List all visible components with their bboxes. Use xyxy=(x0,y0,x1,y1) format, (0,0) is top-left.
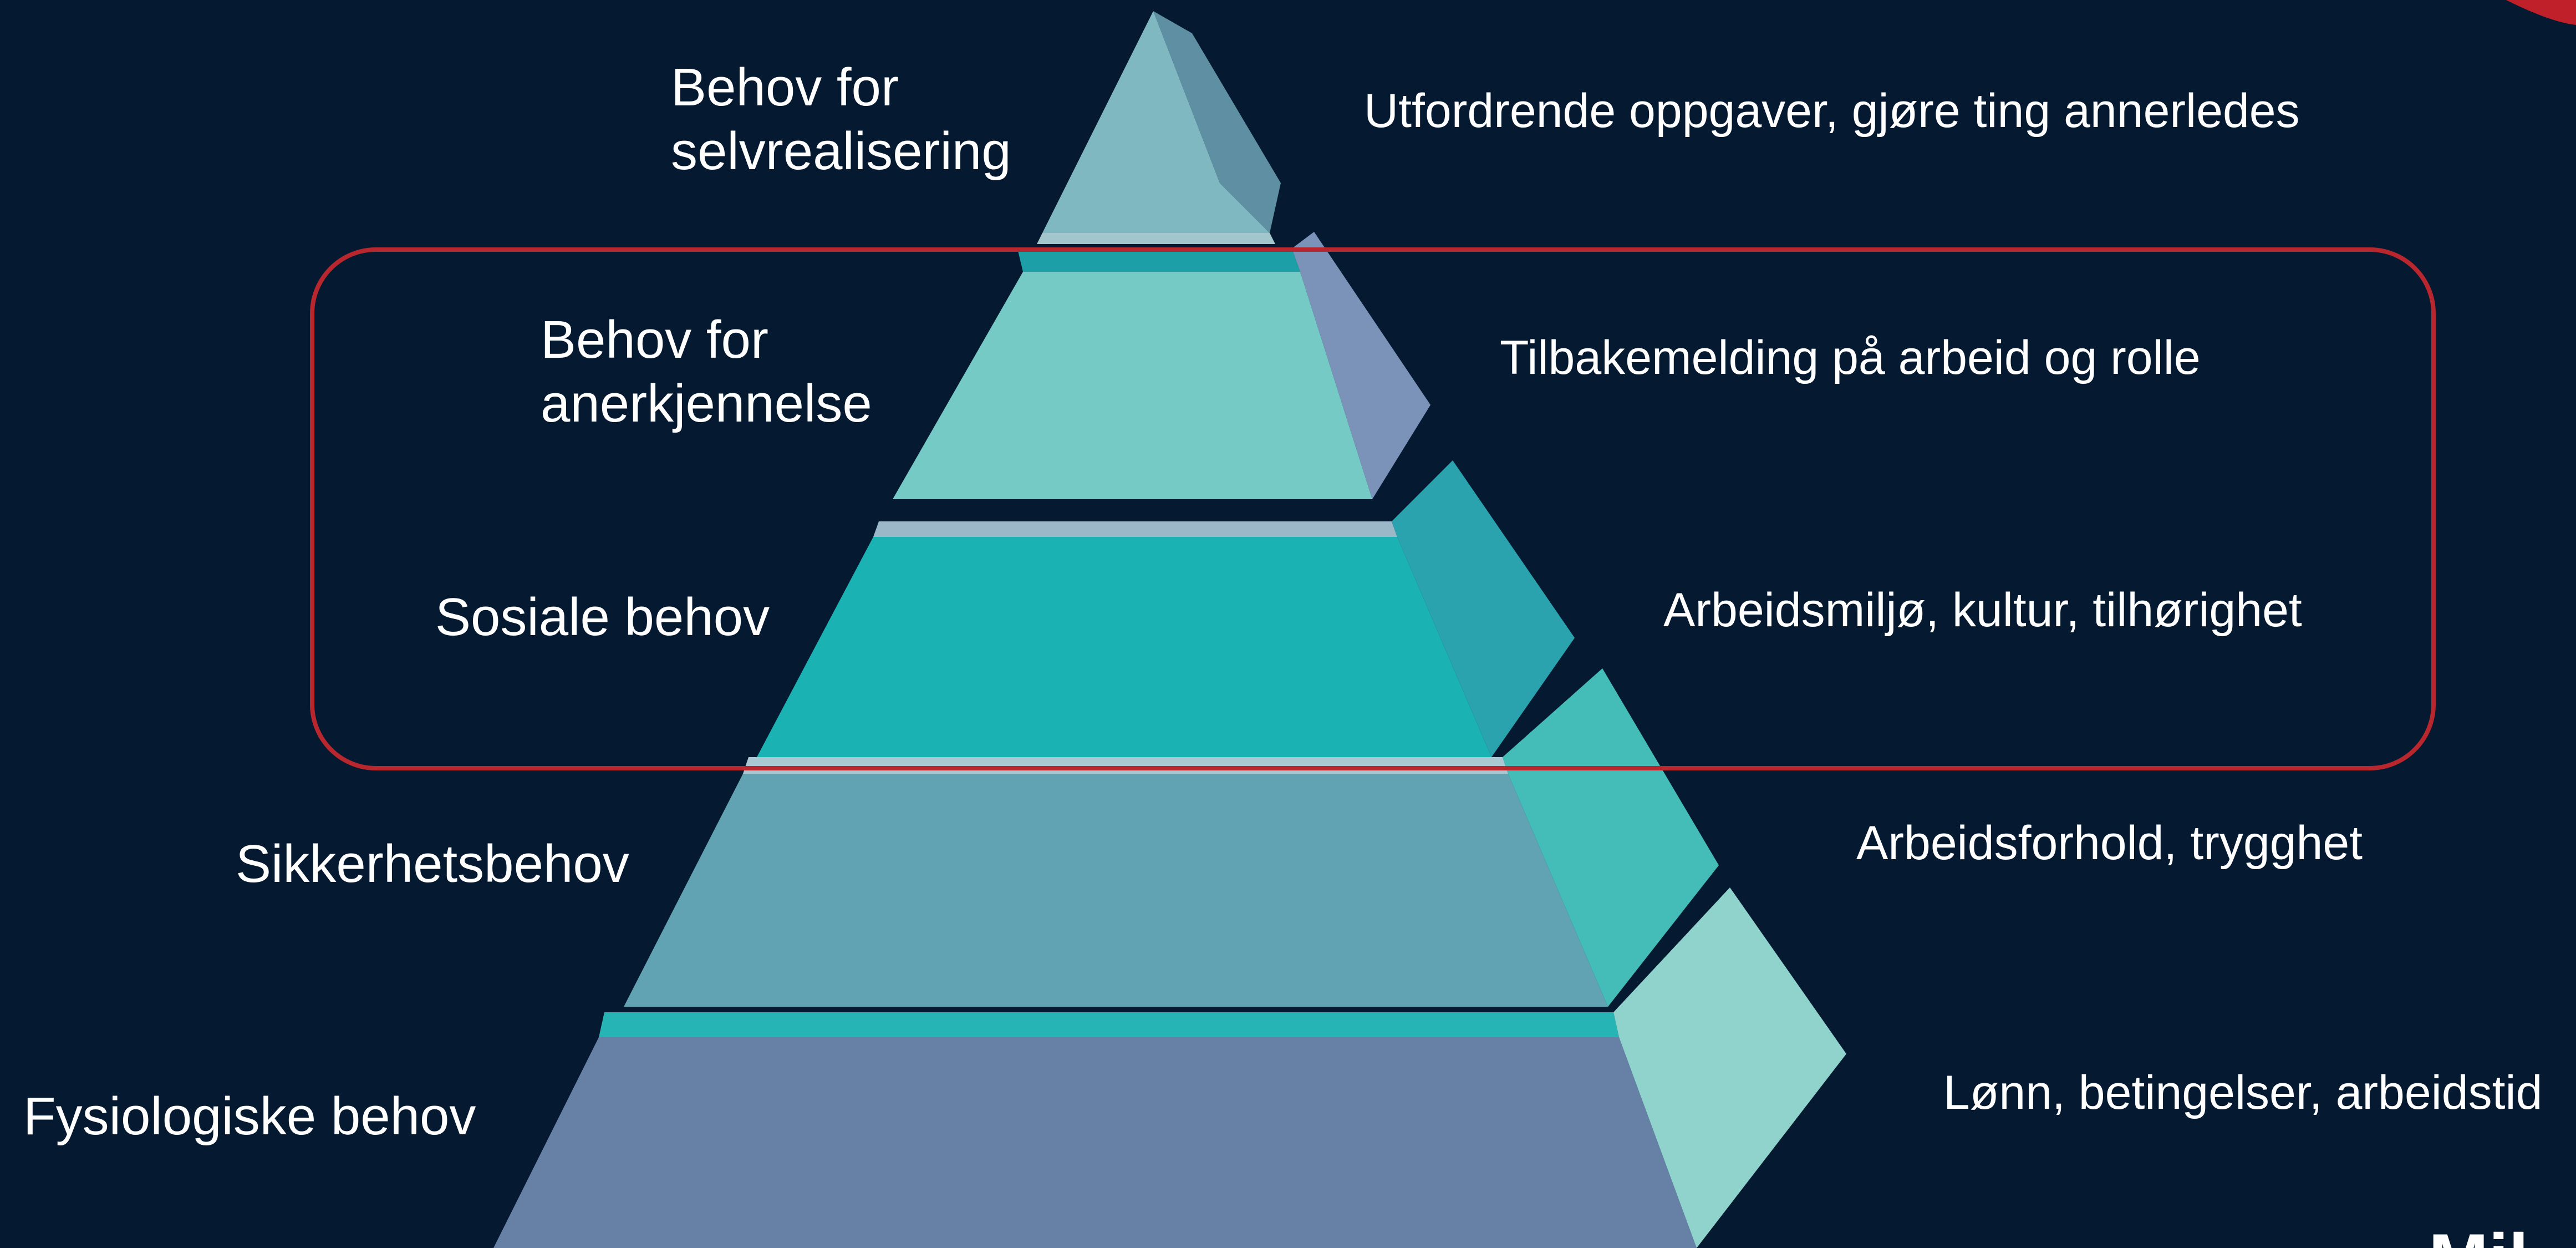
level-label-esteem: Behov for anerkjennelse xyxy=(541,308,872,435)
level-label-safety: Sikkerhetsbehov xyxy=(236,832,629,896)
level-label-line: Sosiale behov xyxy=(435,587,770,647)
tier-physiological-front xyxy=(493,1037,1697,1248)
tier-physiological-side xyxy=(1613,887,1846,1248)
level-label-line: selvrealisering xyxy=(671,121,1011,181)
tier-top-side xyxy=(1153,11,1281,233)
level-label-physiological: Fysiologiske behov xyxy=(23,1084,476,1148)
tier-social-side xyxy=(1392,460,1575,757)
tier-top-front xyxy=(1042,11,1270,233)
tier-safety-side xyxy=(1503,668,1719,1007)
level-label-line: Fysiologiske behov xyxy=(23,1087,476,1146)
level-description-esteem: Tilbakemelding på arbeid og rolle xyxy=(1500,331,2201,384)
tier-esteem-front xyxy=(893,272,1372,499)
level-label-line: Behov for xyxy=(541,310,768,369)
level-label-line: anerkjennelse xyxy=(541,374,872,433)
level-label-line: Behov for xyxy=(671,58,899,117)
pyramid-tier-top xyxy=(1037,11,1281,244)
tier-esteem-top-strip xyxy=(1017,248,1300,272)
level-description-social: Arbeidsmiljø, kultur, tilhørighet xyxy=(1663,584,2302,637)
tier-physiological-top-strip xyxy=(599,1012,1619,1037)
level-description-safety: Arbeidsforhold, trygghet xyxy=(1856,816,2363,870)
level-description-physiological: Lønn, betingelser, arbeidstid xyxy=(1943,1066,2543,1119)
highlight-frame xyxy=(310,247,2436,770)
level-label-social: Sosiale behov xyxy=(435,585,770,649)
pyramid-tier-safety xyxy=(624,668,1719,1007)
level-label-self-actualization: Behov for selvrealisering xyxy=(671,55,1011,183)
pyramid-tier-esteem xyxy=(893,232,1430,499)
tier-safety-top-strip xyxy=(743,757,1508,774)
tier-top-base-strip xyxy=(1037,233,1275,244)
tier-social-top-strip xyxy=(873,521,1397,537)
tier-esteem-side xyxy=(1292,232,1430,499)
tier-social-front xyxy=(757,537,1491,757)
pyramid-tier-physiological xyxy=(493,887,1846,1248)
level-label-line: Sikkerhetsbehov xyxy=(236,834,629,894)
pyramid-tier-social xyxy=(757,460,1575,757)
tier-safety-front xyxy=(624,774,1608,1007)
level-description-self-actualization: Utfordrende oppgaver, gjøre ting annerle… xyxy=(1364,84,2300,138)
corner-logo-text: Mil xyxy=(2429,1217,2529,1248)
corner-accent-shape xyxy=(2506,0,2576,25)
